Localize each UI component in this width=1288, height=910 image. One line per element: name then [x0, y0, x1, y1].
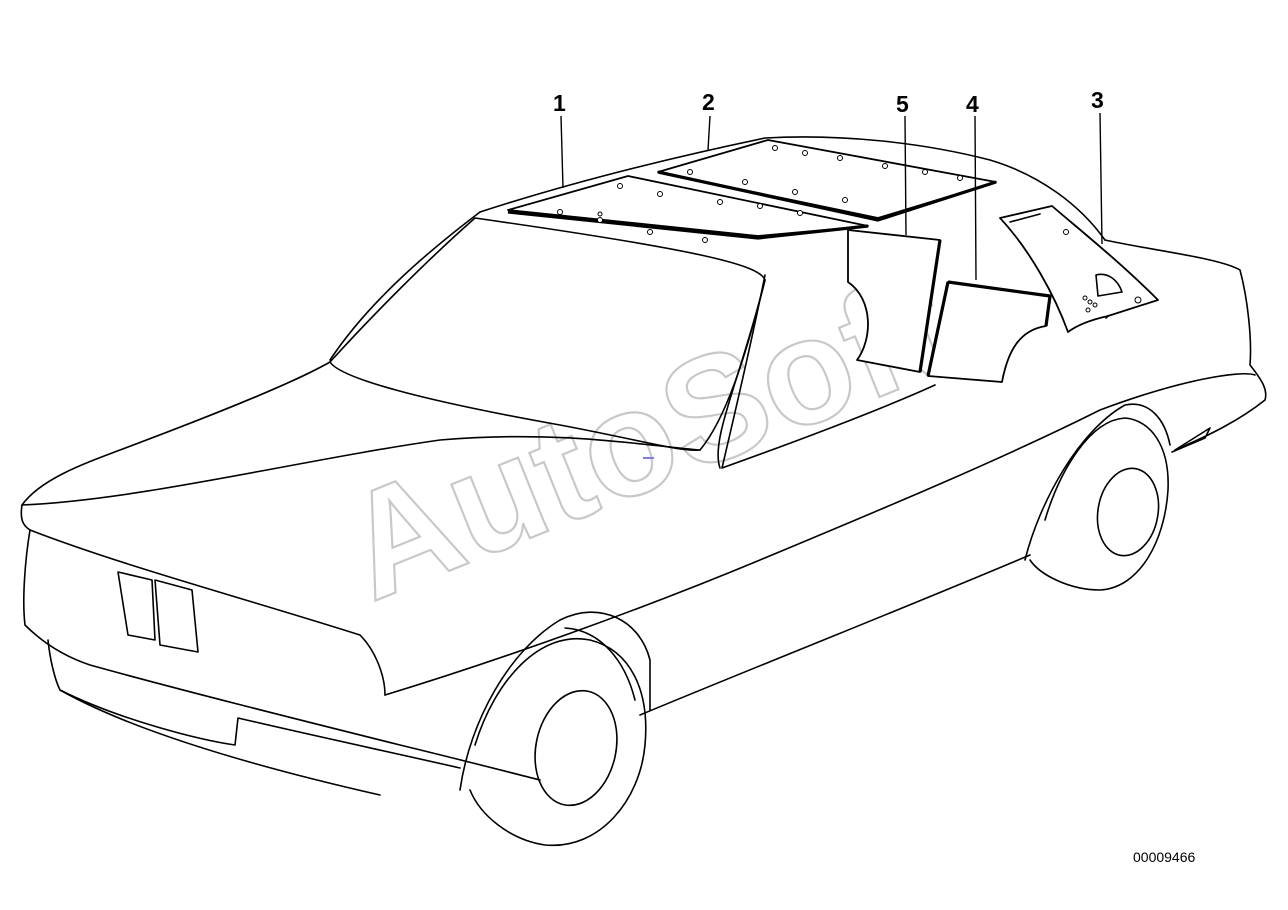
rear-quarter-trim-3 — [999, 205, 1159, 333]
rear-door-panel-5 — [847, 229, 942, 373]
callout-4: 4 — [966, 91, 979, 117]
roof-panel-rear — [657, 139, 997, 222]
leader-line-5 — [904, 115, 907, 236]
car-body-outline — [20, 136, 1267, 847]
leader-line-2 — [707, 115, 711, 151]
leader-lines — [560, 112, 1103, 281]
callout-2: 2 — [702, 89, 715, 115]
roof-panel-front — [507, 175, 869, 243]
callout-5: 5 — [896, 91, 909, 117]
leader-line-1 — [560, 115, 564, 189]
callout-3: 3 — [1091, 87, 1104, 113]
callout-1: 1 — [553, 90, 566, 116]
leader-line-4 — [974, 115, 977, 281]
rear-door-panel-4 — [926, 280, 1052, 383]
document-number: 00009466 — [1133, 849, 1196, 865]
leader-line-3 — [1099, 112, 1103, 245]
